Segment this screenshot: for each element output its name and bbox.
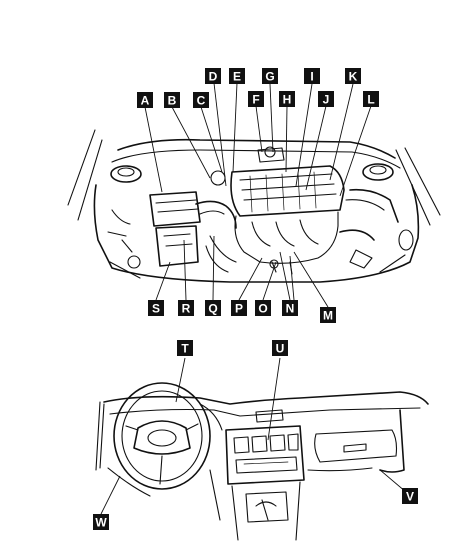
callout-j: J [318, 91, 334, 107]
callout-letter: D [209, 70, 218, 84]
callout-box [205, 68, 221, 84]
callout-box [148, 300, 164, 316]
callout-r: R [178, 300, 194, 316]
callout-letter: R [182, 302, 191, 316]
callout-c: C [193, 92, 209, 108]
callout-f: F [248, 91, 264, 107]
callout-box [137, 92, 153, 108]
callout-box [279, 91, 295, 107]
callout-box [248, 91, 264, 107]
callout-l: L [363, 91, 379, 107]
callout-box [178, 300, 194, 316]
callout-n: N [282, 300, 298, 316]
callout-box [255, 300, 271, 316]
callout-box [304, 68, 320, 84]
callout-box [363, 91, 379, 107]
callout-letter: N [286, 302, 295, 316]
callout-d: D [205, 68, 221, 84]
callout-q: Q [205, 300, 221, 316]
callout-letter: E [233, 70, 241, 84]
callout-u: U [272, 340, 288, 356]
callout-letter: Q [208, 302, 217, 316]
callout-box [193, 92, 209, 108]
callout-w: W [93, 514, 109, 530]
callout-letter: A [141, 94, 150, 108]
callout-box [205, 300, 221, 316]
callout-s: S [148, 300, 164, 316]
callout-box [282, 300, 298, 316]
callout-letter: O [258, 302, 267, 316]
callout-box [272, 340, 288, 356]
callout-letter: B [168, 94, 177, 108]
callout-a: A [137, 92, 153, 108]
callout-box [318, 91, 334, 107]
cabin-leader-lines [100, 357, 407, 515]
callout-letter: C [197, 94, 206, 108]
callout-k: K [345, 68, 361, 84]
callout-letter: V [406, 490, 414, 504]
callout-letter: I [310, 70, 313, 84]
callout-o: O [255, 300, 271, 316]
callout-letter: K [349, 70, 358, 84]
callout-box [177, 340, 193, 356]
callout-box [164, 92, 180, 108]
callout-b: B [164, 92, 180, 108]
callout-p: P [231, 300, 247, 316]
callout-box [93, 514, 109, 530]
callout-letter: H [283, 93, 292, 107]
callout-letter: P [235, 302, 243, 316]
callout-letter: L [367, 93, 374, 107]
callout-box [320, 307, 336, 323]
callout-g: G [262, 68, 278, 84]
engine-bay-illustration [67, 129, 441, 283]
callout-i: I [304, 68, 320, 84]
callout-letter: G [265, 70, 274, 84]
callout-box [229, 68, 245, 84]
engine-leader-lines [144, 82, 372, 308]
callout-letter: F [252, 93, 259, 107]
callout-box [402, 488, 418, 504]
callout-letter: J [323, 93, 330, 107]
callout-t: T [177, 340, 193, 356]
callout-box [262, 68, 278, 84]
callout-letter: M [323, 309, 333, 323]
callout-h: H [279, 91, 295, 107]
callout-box [231, 300, 247, 316]
callout-v: V [402, 488, 418, 504]
callout-letter: W [95, 516, 107, 530]
callout-letter: S [152, 302, 160, 316]
callout-letter: U [276, 342, 285, 356]
callout-letter: T [181, 342, 189, 356]
dashboard-illustration [95, 382, 429, 541]
callout-e: E [229, 68, 245, 84]
callout-m: M [320, 307, 336, 323]
callout-box [345, 68, 361, 84]
